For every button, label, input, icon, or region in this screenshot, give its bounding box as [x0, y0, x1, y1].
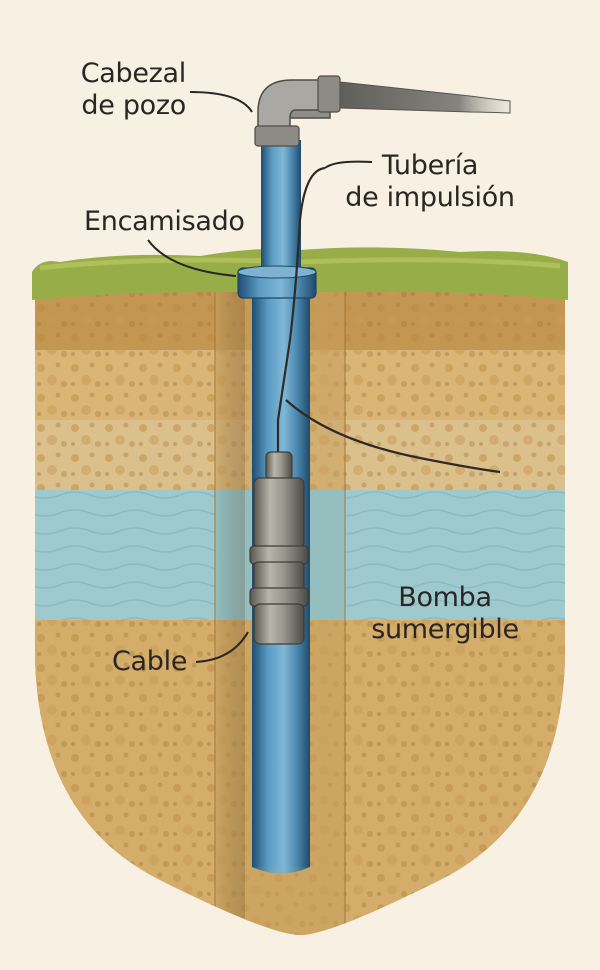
power-cable	[276, 166, 326, 455]
leader-wellhead	[189, 91, 253, 113]
label-cable: Cable	[112, 646, 188, 677]
label-pump: Bomba sumergible	[371, 582, 519, 645]
wellhead	[254, 75, 511, 147]
label-discharge-pipe: Tubería de impulsión	[345, 150, 515, 213]
leader-discharge	[324, 160, 373, 169]
label-casing: Encamisado	[84, 206, 245, 237]
leader-casing	[147, 239, 237, 277]
submersible-pump	[249, 451, 309, 645]
leader-cable	[195, 631, 249, 663]
label-wellhead: Cabezal de pozo	[80, 58, 187, 121]
